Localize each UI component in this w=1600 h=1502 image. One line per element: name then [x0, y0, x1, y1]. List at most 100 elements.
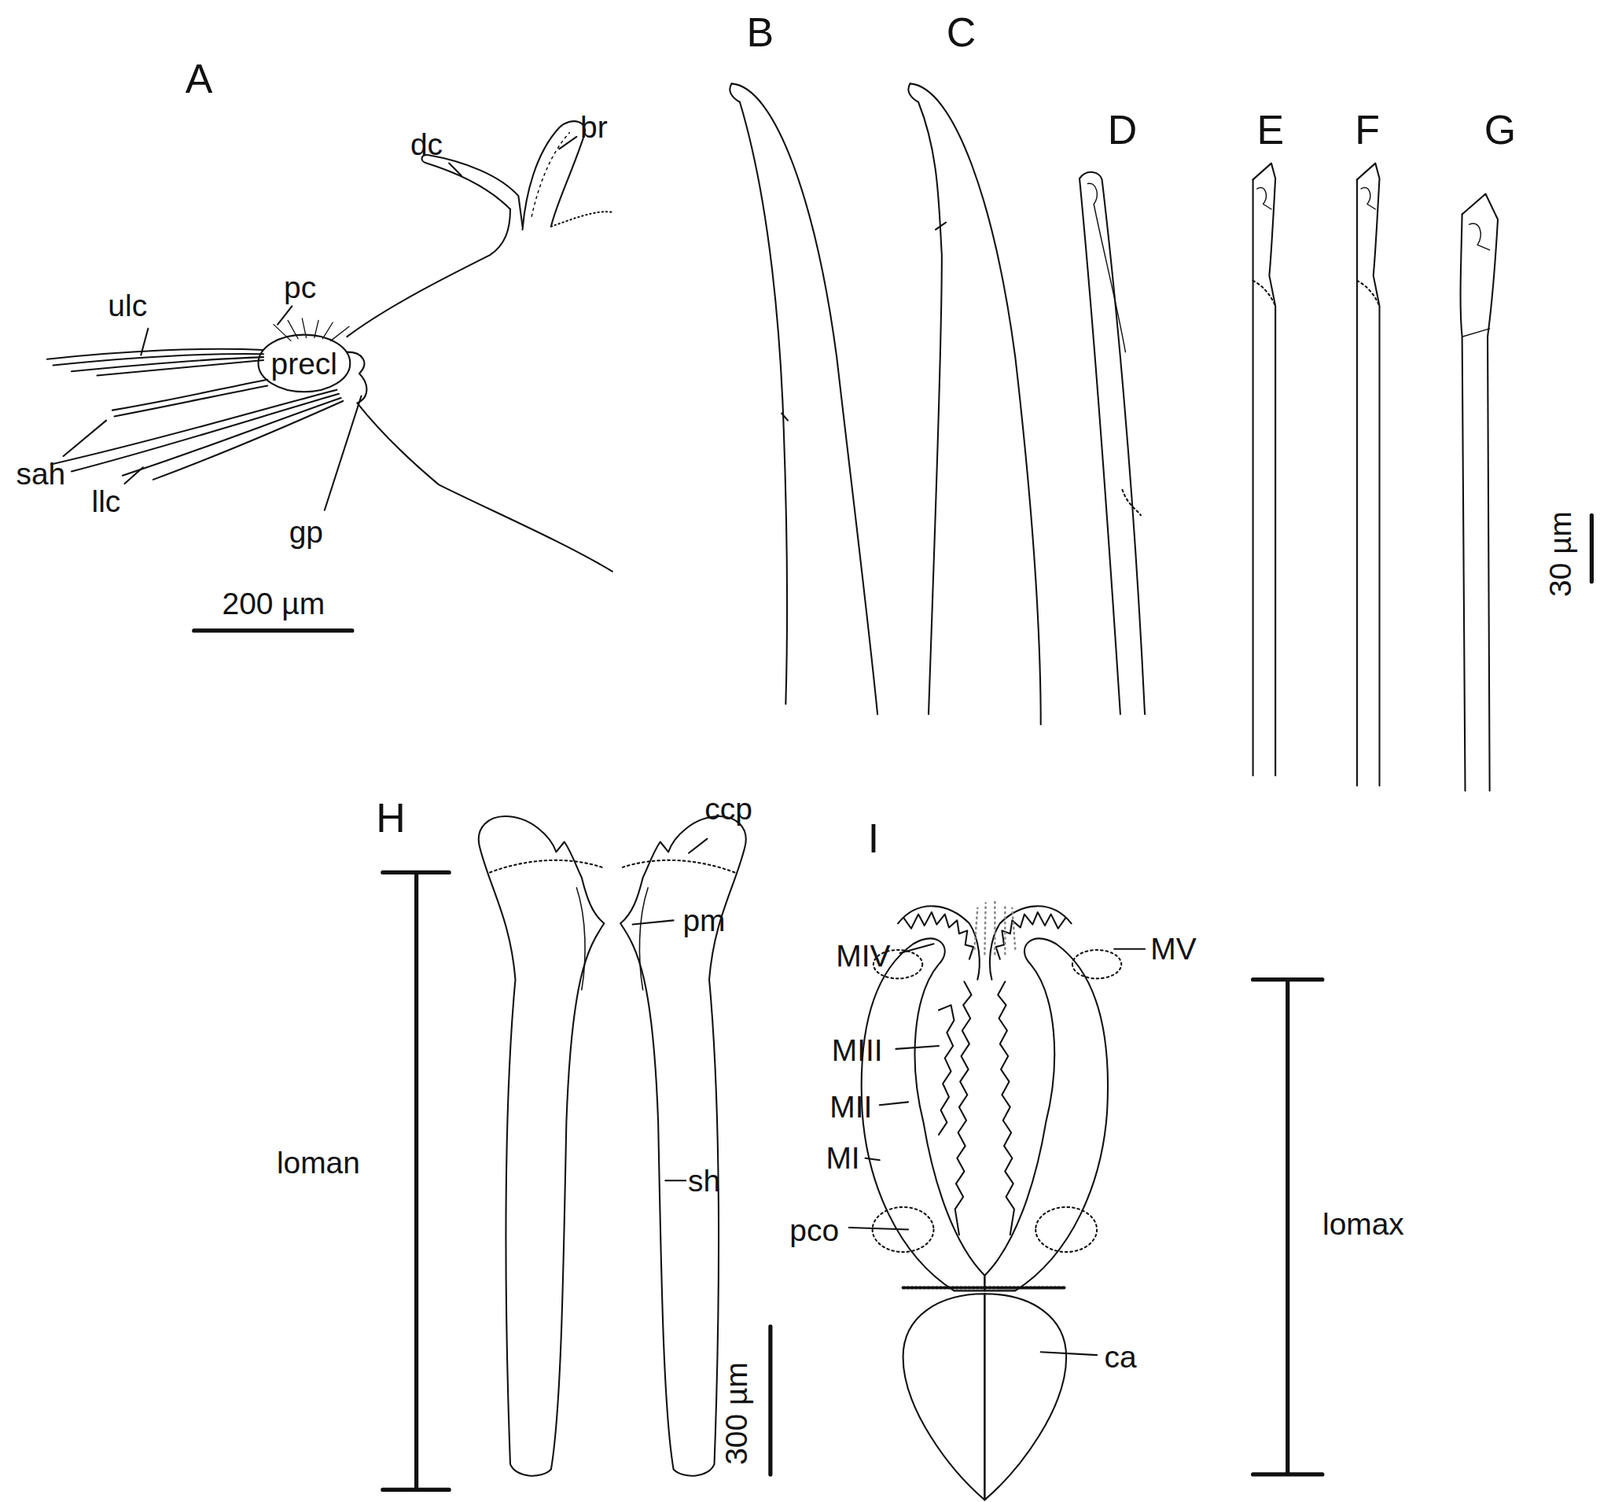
drawing-stroke [768, 1326, 773, 1475]
drawing-stroke [904, 912, 974, 960]
part-label: dc [410, 129, 443, 161]
part-label: MII [829, 1092, 872, 1123]
drawing-stroke [125, 467, 144, 484]
part-label: MIII [831, 1035, 883, 1067]
part-label: pc [283, 272, 317, 304]
measure-bracket [382, 838, 708, 1490]
drawing-stroke [849, 1227, 909, 1230]
drawing-stroke [1072, 949, 1122, 979]
drawing-stroke [688, 838, 707, 854]
drawing-stroke [955, 981, 972, 1235]
panel-letter: I [868, 818, 880, 860]
falciger [1460, 194, 1593, 791]
drawing-stroke [974, 897, 1016, 954]
drawing-stroke [140, 328, 148, 356]
drawing-stroke [522, 121, 585, 230]
falciger [1357, 163, 1380, 787]
hook-chaeta [729, 83, 878, 714]
drawing-stroke [1035, 1206, 1097, 1252]
drawing-stroke [1589, 514, 1594, 582]
drawing-stroke [51, 389, 337, 465]
panel-letter: G [1484, 110, 1516, 151]
drawing-stroke [639, 887, 648, 990]
part-label: ccp [704, 794, 753, 825]
drawing-stroke [194, 628, 353, 633]
drawing-stroke [996, 912, 1066, 960]
part-label: br [580, 112, 608, 144]
drawing-stroke [422, 154, 523, 227]
drawing-stroke [1252, 179, 1255, 776]
drawing-stroke [903, 1293, 986, 1500]
drawing-stroke [112, 379, 268, 411]
panel-letter: H [375, 798, 406, 839]
drawing-stroke [897, 905, 980, 979]
drawing-stroke [1253, 979, 1323, 1475]
drawing-stroke [382, 871, 449, 1490]
panel-letter: B [746, 12, 775, 54]
drawing-stroke [1469, 223, 1490, 251]
drawing-stroke [935, 222, 946, 230]
drawing-stroke [665, 1179, 686, 1181]
drawing-stroke [273, 318, 350, 342]
part-label: gp [289, 517, 324, 549]
drawing-stroke [346, 209, 511, 337]
drawing-stroke [257, 334, 350, 393]
drawing-stroke [96, 360, 264, 376]
falciger [1079, 172, 1145, 714]
drawing-stroke [114, 385, 269, 416]
drawing-stroke [47, 83, 1592, 1500]
drawing-stroke [346, 352, 612, 572]
part-label: sh [687, 1165, 721, 1197]
drawing-stroke [576, 887, 585, 990]
drawing-stroke [1079, 178, 1121, 714]
drawing-stroke [729, 83, 788, 704]
measure-label: loman [276, 1147, 361, 1179]
drawing-stroke [1462, 194, 1498, 791]
part-label: MIV [835, 941, 891, 972]
drawing-stroke [1356, 179, 1358, 786]
drawing-stroke [879, 1101, 909, 1105]
drawing-stroke [1360, 187, 1376, 210]
panel-letter: F [1354, 110, 1380, 151]
drawing-stroke [781, 413, 788, 421]
drawing-stroke [277, 305, 292, 324]
drawing-stroke [1079, 172, 1145, 714]
panel-letter: D [1107, 110, 1138, 151]
drawing-stroke [448, 163, 462, 177]
drawing-stroke [559, 136, 577, 150]
drawing-stroke [1462, 328, 1490, 337]
drawing-stroke [1114, 948, 1145, 950]
drawing-stroke [861, 937, 986, 1291]
falciger [1253, 163, 1277, 777]
panel-letter: E [1256, 110, 1284, 151]
scale-label: 300 µm [721, 1361, 753, 1465]
drawing-stroke [1253, 163, 1277, 777]
drawing-stroke [908, 83, 942, 714]
drawing-stroke [1460, 213, 1466, 791]
drawing-stroke [910, 83, 1041, 725]
drawing-stroke [984, 937, 1108, 1291]
part-label: MI [825, 1143, 860, 1174]
drawing-stroke [938, 1004, 954, 1135]
scale-label: 200 µm [222, 588, 326, 620]
drawing-stroke [153, 400, 343, 480]
drawing-stroke [984, 1293, 1067, 1500]
maxilla [861, 905, 1067, 1500]
panel-letter: C [946, 12, 977, 54]
drawing-stroke [632, 919, 674, 924]
part-label: ca [1103, 1342, 1137, 1373]
part-label: pm [682, 905, 725, 937]
drawing-stroke [1040, 1351, 1097, 1355]
drawing-stroke [478, 816, 605, 1476]
panel-letter: A [185, 58, 214, 100]
parapodium [47, 121, 613, 631]
drawing-stroke [989, 905, 1072, 979]
drawing-stroke [1357, 163, 1380, 787]
stipple [974, 897, 1016, 954]
drawing-stroke [997, 981, 1015, 1235]
part-label: pco [789, 1215, 839, 1247]
part-label: ulc [107, 290, 148, 322]
drawing-stroke [122, 397, 342, 476]
